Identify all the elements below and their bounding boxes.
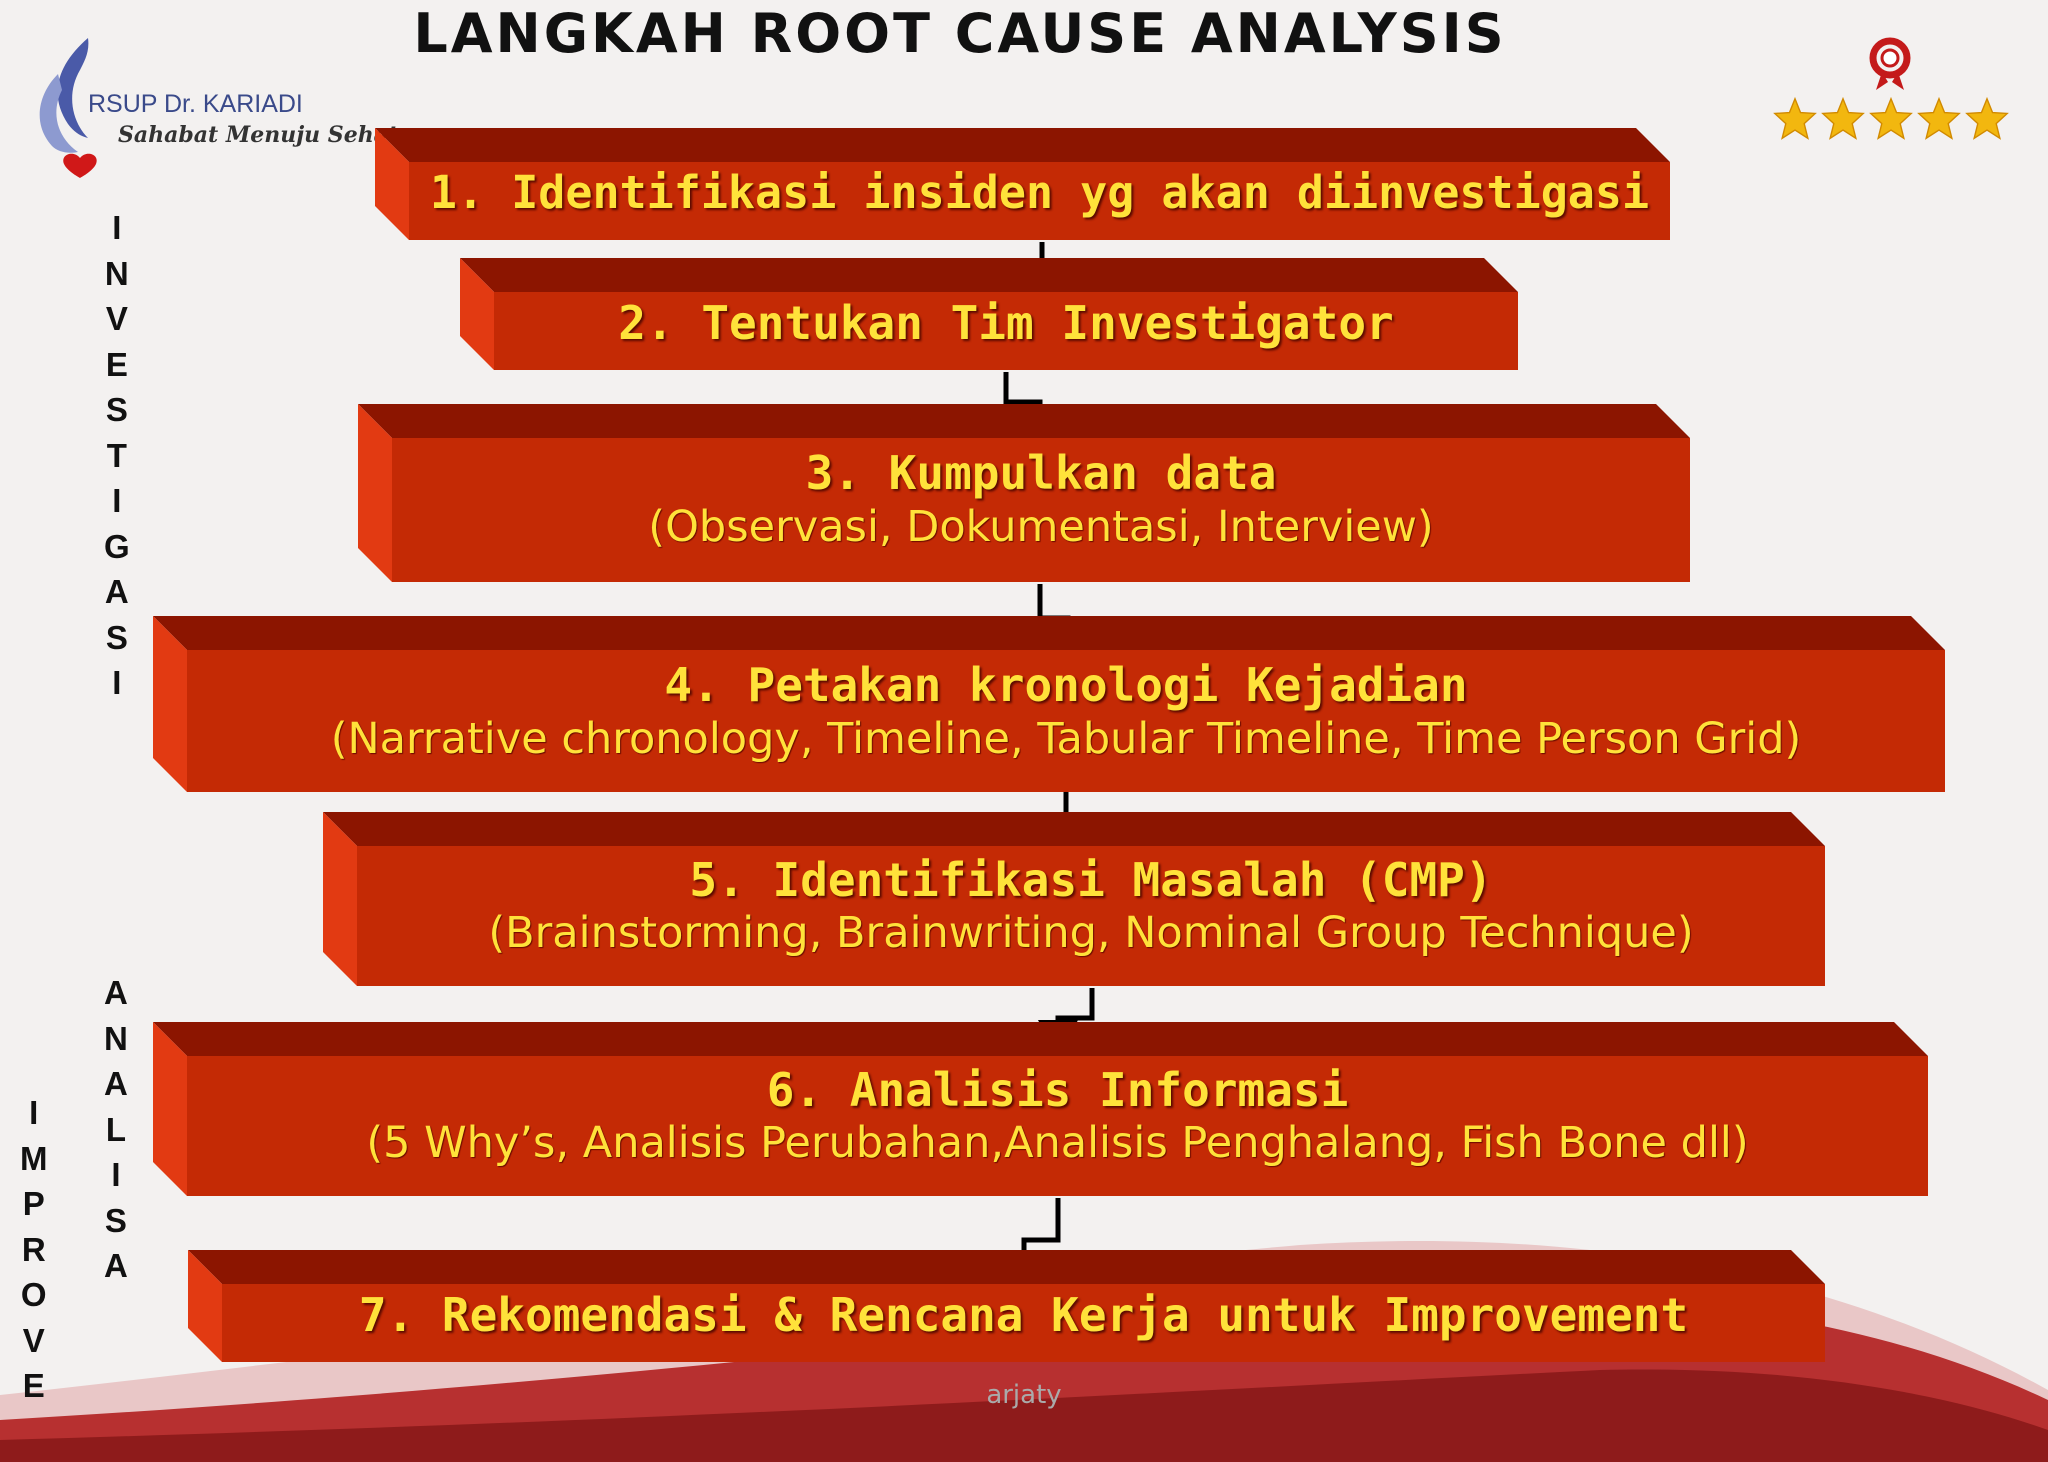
star-icon — [1869, 96, 1913, 140]
quality-ribbon-icon — [1869, 37, 1911, 90]
step-title: 6. Analisis Informasi — [766, 1063, 1349, 1117]
star-icon — [1965, 96, 2009, 140]
step-title: 3. Kumpulkan data — [805, 446, 1277, 500]
step-box-shape — [460, 258, 1518, 370]
footer-credit: arjaty — [986, 1380, 1062, 1410]
step-box-shape — [358, 404, 1690, 582]
step-box-1: 1. Identifikasi insiden yg akan diinvest… — [375, 128, 1670, 240]
step-title: 5. Identifikasi Masalah (CMP) — [689, 853, 1493, 907]
star-icon — [1821, 96, 1865, 140]
page-title: LANGKAH ROOT CAUSE ANALYSIS — [413, 2, 1507, 65]
step-subtitle: (Narrative chronology, Timeline, Tabular… — [330, 714, 1802, 764]
logo-tagline: Sahabat Menuju Sehat — [118, 122, 399, 148]
step-box-5: 5. Identifikasi Masalah (CMP)(Brainstorm… — [323, 812, 1825, 986]
step-box-shape — [153, 616, 1945, 792]
step-box-2: 2. Tentukan Tim Investigator — [460, 258, 1518, 370]
step-box-7: 7. Rekomendasi & Rencana Kerja untuk Imp… — [188, 1250, 1825, 1362]
step-subtitle: (Brainstorming, Brainwriting, Nominal Gr… — [488, 908, 1694, 958]
logo-name: RSUP Dr. KARIADI — [88, 90, 303, 118]
step-subtitle: (5 Why’s, Analisis Perubahan,Analisis Pe… — [366, 1118, 1749, 1168]
step-box-shape — [188, 1250, 1825, 1362]
step-box-shape — [375, 128, 1670, 240]
step-title: 4. Petakan kronologi Kejadian — [664, 658, 1468, 712]
step-title: 1. Identifikasi insiden yg akan diinvest… — [429, 166, 1650, 219]
step-title: 7. Rekomendasi & Rencana Kerja untuk Imp… — [358, 1288, 1689, 1342]
star-icon — [1773, 96, 1817, 140]
step-box-3: 3. Kumpulkan data(Observasi, Dokumentasi… — [358, 404, 1690, 582]
step-box-4: 4. Petakan kronologi Kejadian(Narrative … — [153, 616, 1945, 792]
step-title: 2. Tentukan Tim Investigator — [618, 296, 1394, 350]
step-subtitle: (Observasi, Dokumentasi, Interview) — [648, 502, 1434, 552]
step-box-shape — [153, 1022, 1928, 1196]
step-box-shape — [323, 812, 1825, 986]
rating-stars — [1772, 96, 2010, 142]
hospital-logo — [39, 38, 97, 178]
step-box-6: 6. Analisis Informasi(5 Why’s, Analisis … — [153, 1022, 1928, 1196]
star-icon — [1917, 96, 1961, 140]
